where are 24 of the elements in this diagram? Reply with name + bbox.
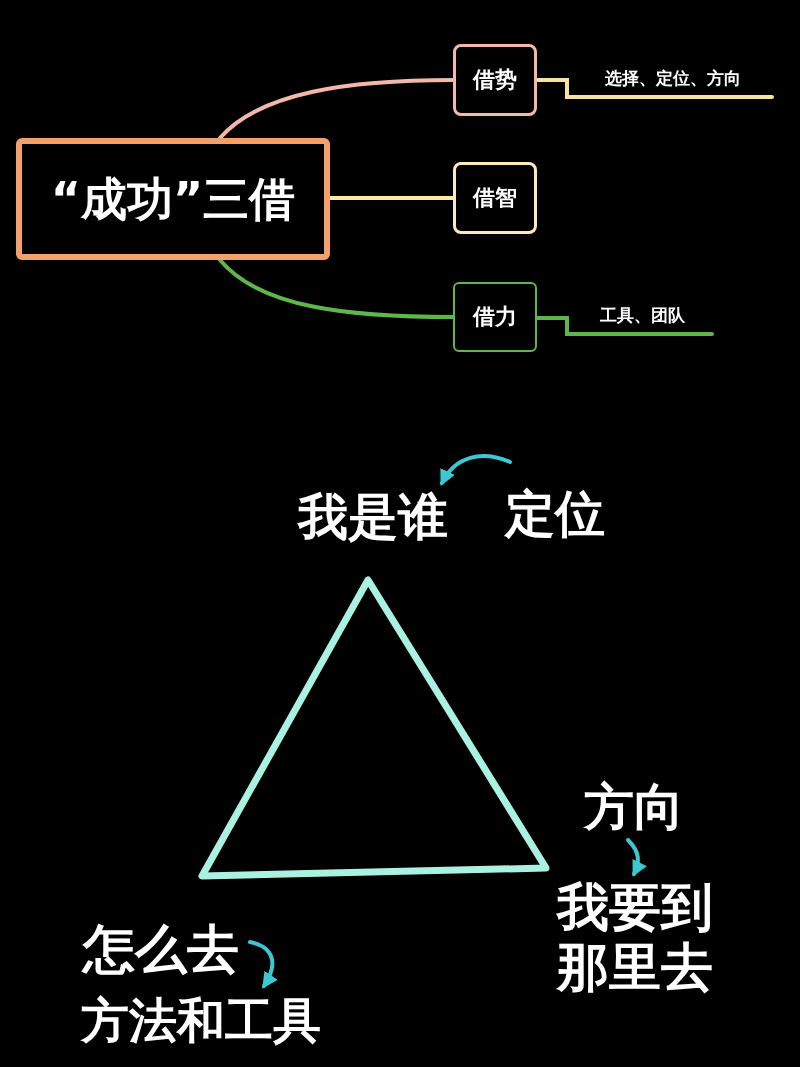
caption-text: 我要到那里去 xyxy=(555,878,714,998)
caption-text: 方法和工具 xyxy=(81,993,321,1049)
caption-text: 定位 xyxy=(505,486,605,544)
caption-text: 怎么去 xyxy=(83,920,239,980)
curved-arrow xyxy=(626,838,647,877)
branch-box xyxy=(453,282,537,352)
caption-text: 我是谁 xyxy=(298,489,448,547)
topic-box xyxy=(16,138,330,260)
branch-box xyxy=(453,44,537,116)
connector-line xyxy=(535,78,774,99)
curved-arrow xyxy=(248,940,278,989)
box-label: “成功”三借 xyxy=(50,172,296,226)
box-label: 借力 xyxy=(473,304,517,330)
box-label: 借智 xyxy=(473,185,517,211)
box-label: 借势 xyxy=(473,67,517,93)
connector-line xyxy=(218,258,455,319)
connector-line xyxy=(328,196,455,200)
connector-line xyxy=(535,316,714,336)
caption-text: 方向 xyxy=(584,779,684,837)
branch-note: 工具、团队 xyxy=(600,306,685,326)
branch-note: 选择、定位、方向 xyxy=(604,69,741,89)
branch-box xyxy=(453,162,537,234)
connector-line xyxy=(218,78,455,140)
curved-arrow xyxy=(440,454,512,486)
